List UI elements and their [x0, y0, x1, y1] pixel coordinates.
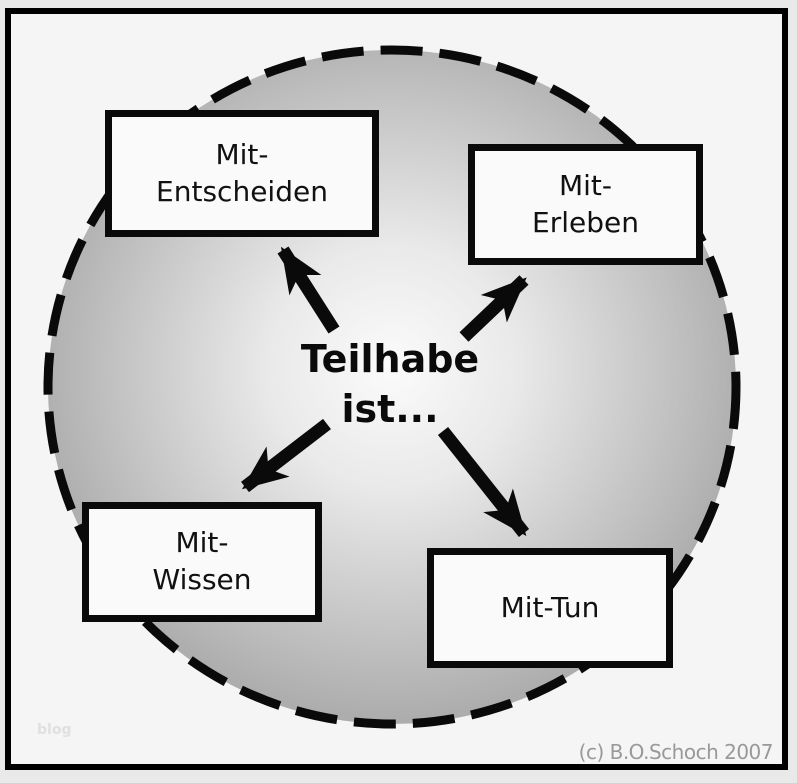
node-mit-entscheiden-line1: Mit- — [215, 137, 269, 171]
node-mit-tun: Mit-Tun — [427, 548, 673, 668]
arrow-center-to-mit-erleben — [459, 275, 529, 342]
node-mit-wissen: Mit- Wissen — [82, 502, 322, 622]
copyright-text: (c) B.O.Schoch 2007 — [578, 740, 774, 764]
center-title: Teilhabe ist... — [240, 334, 540, 434]
arrow-center-to-mit-entscheiden — [277, 246, 340, 334]
node-mit-erleben-line2: Erleben — [532, 205, 639, 239]
arrow-center-to-mit-tun — [437, 426, 530, 538]
center-title-line2: ist... — [341, 387, 439, 432]
node-mit-tun-line1: Mit-Tun — [500, 590, 600, 624]
node-mit-wissen-line2: Wissen — [152, 563, 252, 596]
center-title-line1: Teilhabe — [300, 337, 480, 381]
node-mit-wissen-line1: Mit- — [175, 526, 229, 560]
node-mit-erleben: Mit- Erleben — [468, 144, 703, 265]
node-mit-entscheiden: Mit- Entscheiden — [105, 110, 379, 237]
node-mit-entscheiden-line2: Entscheiden — [156, 174, 328, 208]
node-mit-erleben-line1: Mit- — [558, 168, 613, 202]
arrow-center-to-mit-wissen — [241, 418, 331, 493]
watermark-text: blog — [37, 722, 72, 738]
